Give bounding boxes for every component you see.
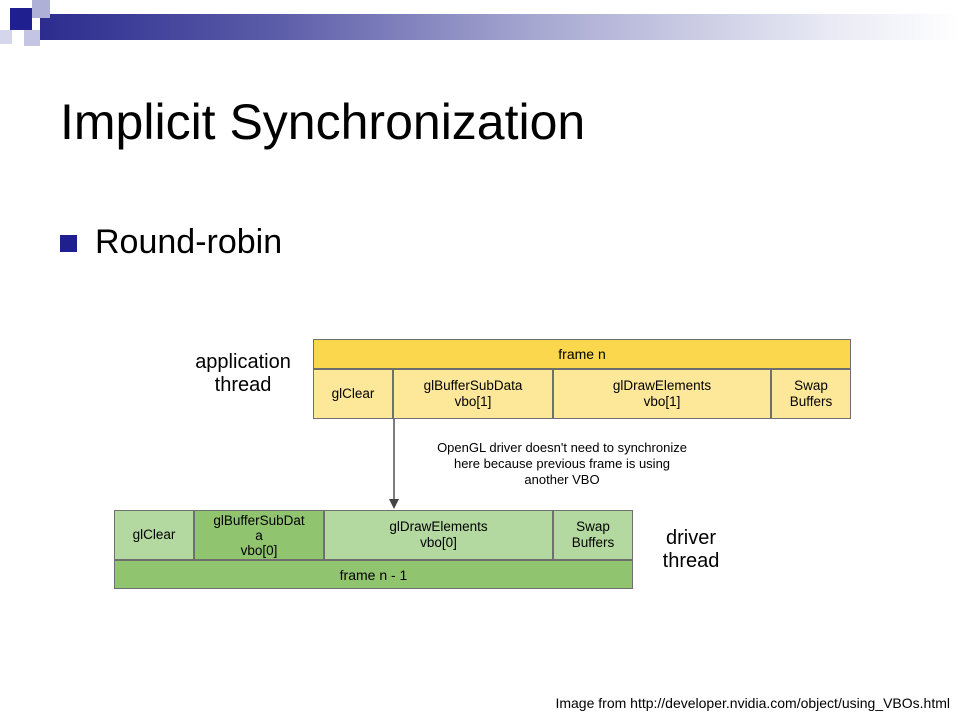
app-call-glbuffersubdata: glBufferSubData vbo[1] [393,369,553,419]
sync-note: OpenGL driver doesn't need to synchroniz… [437,440,687,487]
image-source-caption: Image from http://developer.nvidia.com/o… [555,695,950,711]
app-call-gldrawelements: glDrawElements vbo[1] [553,369,771,419]
application-thread-label: application thread [195,351,291,396]
driver-call-swapbuffers: Swap Buffers [553,510,633,560]
bullet-square-icon [60,235,77,252]
driver-thread-label: driver thread [662,527,720,572]
driver-call-glclear: glClear [114,510,194,560]
header-square-4 [0,30,12,44]
driver-call-gldrawelements: glDrawElements vbo[0] [324,510,553,560]
sync-arrow [389,419,399,509]
header-gradient-bar [40,14,960,40]
bullet-text: Round-robin [95,223,283,261]
header-square-2 [32,0,50,18]
driver-frame-bar: frame n - 1 [114,560,633,589]
app-call-swapbuffers: Swap Buffers [771,369,851,419]
driver-call-glbuffersubdata: glBufferSubDat a vbo[0] [194,510,324,560]
slide-title: Implicit Synchronization [60,94,586,150]
app-frame-bar: frame n [313,339,851,369]
header-decoration [0,0,960,50]
header-square-1 [10,8,32,30]
app-call-glclear: glClear [313,369,393,419]
header-square-3 [24,30,40,46]
